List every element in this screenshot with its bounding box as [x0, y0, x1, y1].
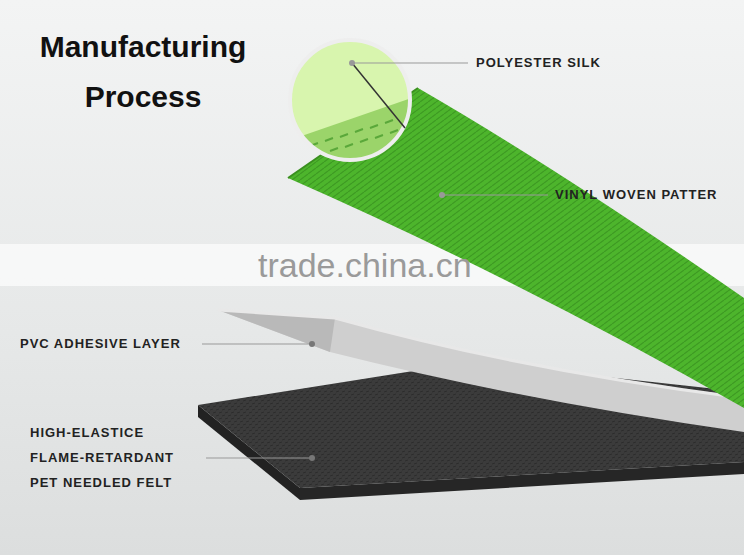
leader-line: [442, 195, 548, 196]
leader-line: [206, 458, 312, 459]
leader-line: [352, 63, 468, 64]
leader-line: [202, 344, 312, 345]
part-label: VINYL WOVEN PATTER: [555, 186, 717, 204]
part-label: POLYESTER SILK: [476, 54, 601, 72]
magnifier-rim: [290, 40, 410, 160]
watermark: trade.china.cn: [258, 245, 472, 285]
diagram-title: Manufacturing Process: [8, 22, 278, 122]
leader-dot: [309, 341, 315, 347]
leader-dot: [349, 60, 355, 66]
leader-dot: [439, 192, 445, 198]
part-label: HIGH-ELASTICE FLAME-RETARDANT PET NEEDLE…: [30, 420, 202, 495]
part-label: PVC ADHESIVE LAYER: [20, 335, 181, 353]
fiber-line: [352, 63, 405, 128]
leader-dot: [309, 455, 315, 461]
magnified-threads: [295, 120, 398, 160]
